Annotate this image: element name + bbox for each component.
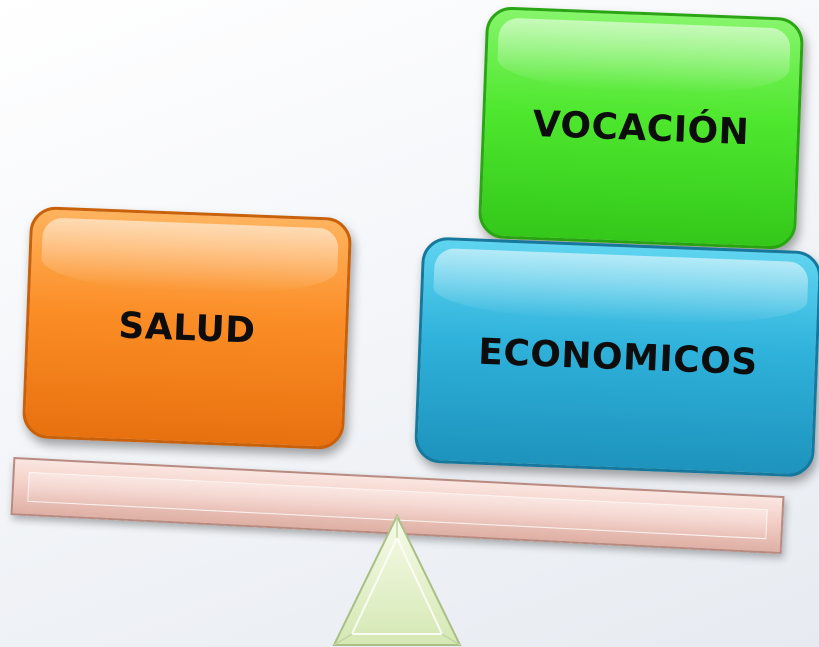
- economicos-label: ECONOMICOS: [477, 331, 759, 383]
- salud-label: SALUD: [117, 304, 257, 352]
- vocacion-block: VOCACIÓN: [477, 5, 805, 251]
- block-gloss: [496, 17, 791, 97]
- block-gloss: [432, 247, 809, 329]
- salud-block: SALUD: [21, 205, 353, 451]
- fulcrum-triangle: [332, 513, 462, 646]
- block-gloss: [40, 217, 339, 297]
- economicos-block: ECONOMICOS: [413, 236, 819, 478]
- vocacion-label: VOCACIÓN: [531, 103, 751, 153]
